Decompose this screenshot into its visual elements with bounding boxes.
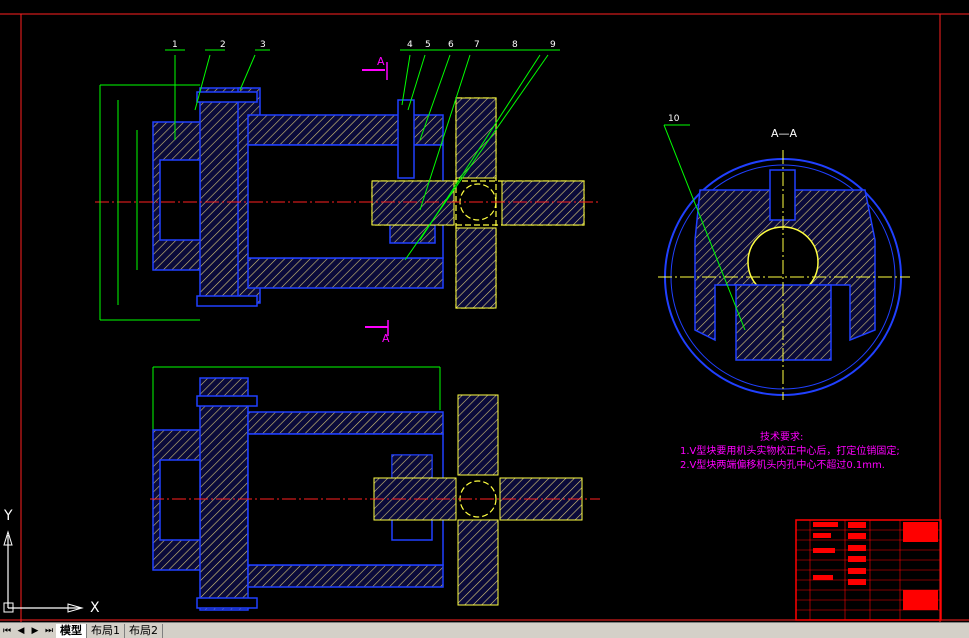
callout-9: 9 [550,40,556,50]
last-tab-icon[interactable]: ⏭ [44,625,54,636]
ucs-y-label: Y [3,508,13,524]
section-marker-label: A [377,55,385,68]
prev-tab-icon[interactable]: ◀ [17,625,25,636]
tech-title: 技术要求: [760,430,803,443]
tab-layout1[interactable]: 布局1 [87,623,125,638]
layout-tab-bar: ⏮ ◀ ▶ ⏭ 模型 布局1 布局2 [0,622,969,638]
callout-2: 2 [220,40,226,50]
callout-numbers: 1 2 3 4 5 6 7 8 9 10 [172,40,680,124]
callout-3: 3 [260,40,266,50]
technical-requirements: 技术要求: 1.V型块要用机头实物校正中心后，打定位销固定; 2.V型块两端偏移… [680,430,900,471]
front-view-top[interactable]: A A [95,49,600,345]
callout-10: 10 [668,114,680,124]
section-marker-label-2: A [382,332,390,345]
next-tab-icon[interactable]: ▶ [31,625,39,636]
tab-model[interactable]: 模型 [56,623,87,638]
section-view-a-a[interactable]: A—A [658,124,910,400]
section-title: A—A [771,127,798,140]
plan-view-bottom[interactable] [150,366,600,611]
callout-1: 1 [172,40,178,50]
callout-4: 4 [407,40,413,50]
callout-5: 5 [425,40,431,50]
ucs-x-label: X [90,600,100,616]
section-marker-top: A [362,55,388,80]
callout-8: 8 [512,40,518,50]
callout-6: 6 [448,40,454,50]
cad-model-space[interactable]: A A 1 2 3 4 5 6 7 8 9 10 [0,0,969,622]
tech-line-1: 1.V型块要用机头实物校正中心后，打定位销固定; [680,444,900,457]
tech-line-2: 2.V型块两端偏移机头内孔中心不超过0.1mm. [680,458,885,471]
ucs-icon: Y X [3,508,100,616]
title-block[interactable] [795,519,942,621]
callout-7: 7 [474,40,480,50]
tab-layout2[interactable]: 布局2 [125,623,163,638]
section-marker-bottom: A [365,320,390,345]
first-tab-icon[interactable]: ⏮ [2,625,12,636]
